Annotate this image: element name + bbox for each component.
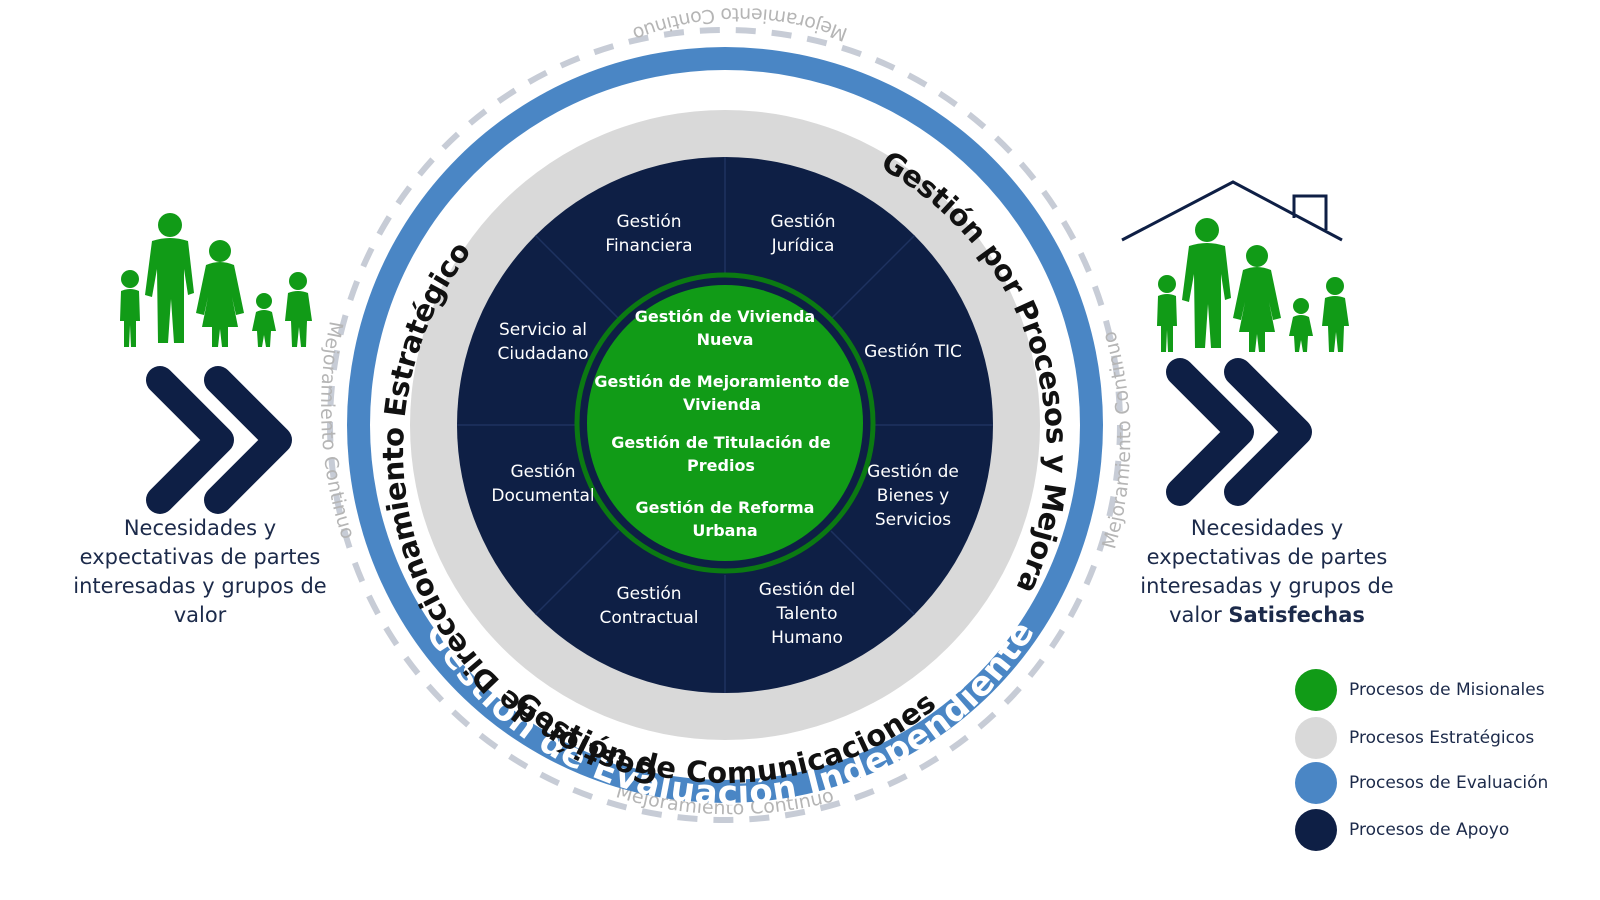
left-needs-text: Necesidades y expectativas de partes int… bbox=[73, 516, 327, 627]
right-needs-text: Necesidades y expectativas de partes int… bbox=[1140, 516, 1394, 627]
legend-swatch-evaluacion bbox=[1295, 762, 1337, 804]
legend-item-misionales: Procesos de Misionales bbox=[1295, 668, 1545, 712]
legend-item-estrategicos: Procesos Estratégicos bbox=[1295, 716, 1534, 760]
sector-divider bbox=[534, 234, 620, 320]
support-process-label: Gestión TIC bbox=[864, 342, 962, 362]
legend-swatch-misionales bbox=[1295, 669, 1337, 711]
mission-core bbox=[587, 285, 863, 561]
mission-core-outline bbox=[574, 272, 876, 574]
legend-item-apoyo: Procesos de Apoyo bbox=[1295, 808, 1509, 852]
family-icon-right bbox=[1157, 218, 1349, 352]
sector-divider bbox=[830, 234, 916, 320]
sector-divider bbox=[534, 530, 620, 616]
double-chevron-right-icon bbox=[160, 380, 278, 500]
satisfechas-bold: Satisfechas bbox=[1228, 603, 1365, 627]
continuo-label-right: Mejoramiento Continuo bbox=[1098, 329, 1135, 551]
continuous-improvement-dashed-ring bbox=[327, 27, 1123, 823]
legend-swatch-estrategicos bbox=[1295, 717, 1337, 759]
support-dividers bbox=[457, 157, 993, 693]
double-chevron-right-icon-right bbox=[1180, 372, 1298, 492]
house-icon bbox=[1121, 180, 1343, 242]
sector-divider bbox=[830, 530, 916, 616]
legend-swatch-apoyo bbox=[1295, 809, 1337, 851]
legend-item-evaluacion: Procesos de Evaluación bbox=[1295, 761, 1548, 805]
family-icon bbox=[120, 213, 312, 347]
